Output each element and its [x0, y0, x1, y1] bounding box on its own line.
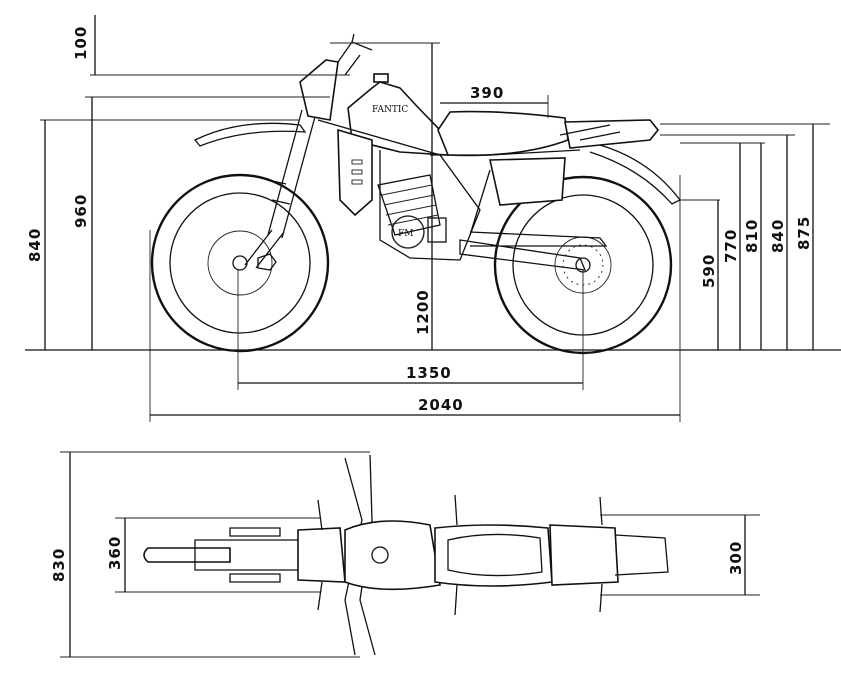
headlight-top — [297, 527, 346, 583]
radiator-shroud — [337, 128, 373, 217]
tank-top — [344, 520, 441, 591]
dim-handlebar-above-seat: 100 — [72, 26, 90, 60]
dim-1200: 1200 — [414, 289, 432, 335]
dim-seat-height: 840 — [26, 228, 44, 262]
dim-handlebar-width: 830 — [50, 548, 68, 582]
seat — [437, 110, 569, 157]
dim-overall-height: 960 — [72, 194, 90, 228]
dim-front-width: 360 — [106, 536, 124, 570]
rear-fender-top — [549, 524, 619, 586]
swingarm — [459, 231, 608, 271]
rear-shock — [469, 169, 491, 236]
tail-top — [614, 534, 669, 576]
side-panel — [489, 157, 566, 206]
dim-rear-770: 770 — [722, 229, 740, 263]
fuel-cap — [373, 73, 389, 83]
dim-overall-length: 2040 — [418, 396, 464, 414]
dim-rear-width: 300 — [727, 541, 745, 575]
front-tire-top — [143, 547, 231, 563]
top-view-motorcycle — [143, 454, 669, 656]
top-view-dimensions: 830 360 300 — [50, 451, 760, 658]
dim-rear-875: 875 — [795, 216, 813, 250]
headlight-plate — [299, 59, 339, 121]
exhaust — [559, 124, 621, 141]
dim-wheelbase: 1350 — [406, 364, 452, 382]
dim-rear-840: 840 — [769, 219, 787, 253]
front-wheel — [150, 173, 330, 353]
dim-seat-length: 390 — [470, 84, 504, 102]
tank-brand-text: FANTIC — [372, 105, 408, 115]
front-fork — [244, 109, 317, 269]
handlebar — [337, 33, 373, 76]
engine: FM — [377, 174, 447, 249]
side-view-dimensions: 100 840 960 1200 390 590 770 810 840 875… — [26, 15, 830, 422]
dim-rear-810: 810 — [743, 219, 761, 253]
front-fender — [193, 122, 307, 147]
dim-rear-590: 590 — [700, 254, 718, 288]
engine-badge-text: FM — [398, 229, 413, 239]
